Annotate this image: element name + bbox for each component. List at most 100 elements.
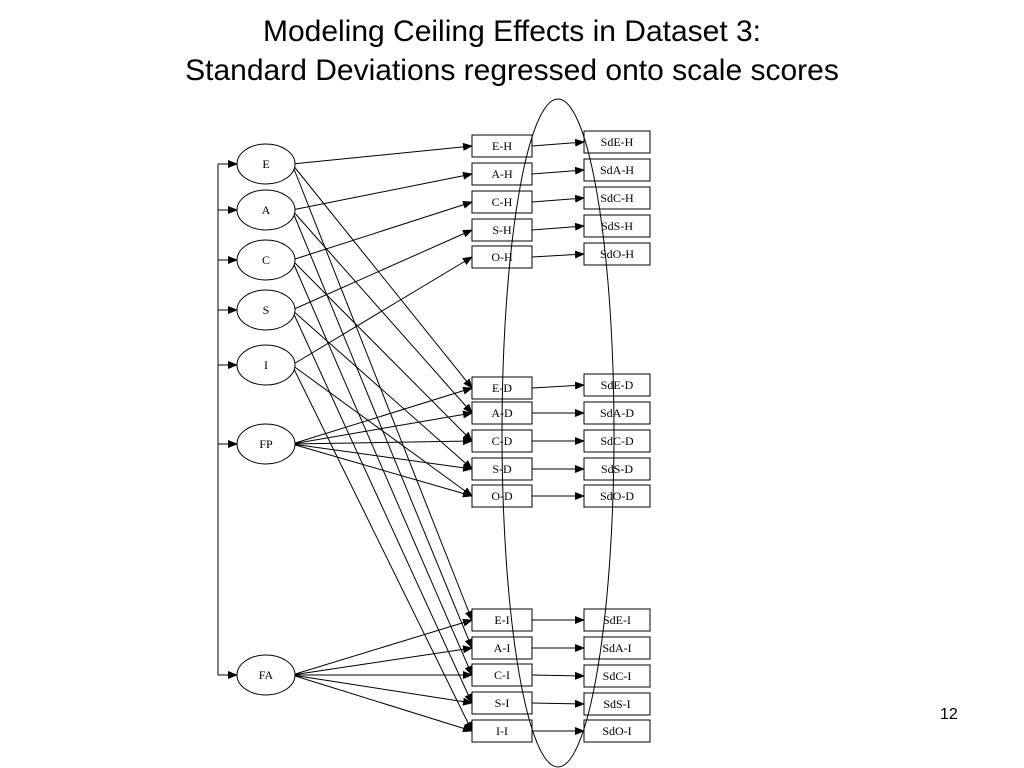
sd-score-box: [583, 401, 651, 425]
path-fa-to-e-i: [291, 618, 473, 676]
path-fp-to-o-d: [291, 443, 473, 498]
sd-score-label: SdA-D: [600, 406, 634, 420]
path-fp-to-a-d: [291, 410, 473, 445]
sd-score-box: [583, 130, 651, 154]
path-s-h-to-sds-h: [531, 222, 585, 231]
scale-score-box: [471, 134, 533, 158]
scale-score-o-d: O-D: [471, 484, 533, 508]
factor-ellipse: [236, 654, 296, 696]
factor-node-fa: FA: [236, 654, 296, 696]
sd-score-label: SdO-D: [600, 489, 634, 503]
path-fp-to-s-d: [291, 443, 473, 472]
scale-score-label: I-I: [496, 724, 508, 738]
factor-label: FP: [259, 437, 273, 451]
sd-score-box: [583, 664, 651, 688]
sd-score-label: SdE-H: [601, 135, 634, 149]
scale-score-label: C-H: [492, 195, 513, 209]
sd-score-box: [583, 158, 651, 182]
path-s-to-s-i: [291, 309, 473, 704]
sd-score-label: SdO-I: [602, 724, 631, 738]
path-o-h-to-sdo-h: [531, 250, 585, 259]
sd-score-box: [583, 214, 651, 238]
sd-paths: [531, 138, 585, 735]
sd-score-sde-i: SdE-I: [583, 608, 651, 632]
factor-paths: [291, 142, 473, 733]
path-fa-to-a-i: [291, 645, 473, 676]
scale-score-label: A-I: [494, 641, 511, 655]
sd-score-box: [583, 242, 651, 266]
sd-score-sds-h: SdS-H: [583, 214, 651, 238]
scale-score-box: [471, 636, 533, 660]
sd-score-box: [583, 692, 651, 716]
path-s-to-s-d: [291, 309, 473, 470]
sd-score-sda-d: SdA-D: [583, 401, 651, 425]
sd-score-box: [583, 457, 651, 481]
factor-ellipse: [236, 143, 296, 185]
scale-score-box: [471, 663, 533, 687]
sd-score-sds-i: SdS-I: [583, 692, 651, 716]
sd-score-sdc-d: SdC-D: [583, 429, 651, 453]
scale-score-label: E-H: [492, 139, 512, 153]
path-c-i-to-sdc-i: [531, 671, 585, 680]
sd-score-box: [583, 484, 651, 508]
path-c-h-to-sdc-h: [531, 194, 585, 203]
path-fa-to-i-i: [291, 674, 473, 733]
factor-node-s: S: [236, 289, 296, 331]
scale-score-label: O-H: [491, 250, 513, 264]
factor-label: A: [262, 203, 271, 217]
factor-node-fp: FP: [236, 423, 296, 465]
sd-score-box: [583, 186, 651, 210]
scale-score-a-h: A-H: [471, 162, 533, 186]
sd-score-label: SdC-H: [600, 191, 634, 205]
factor-label: C: [262, 253, 270, 267]
factor-ellipse: [236, 289, 296, 331]
sd-score-box: [583, 429, 651, 453]
sd-score-label: SdS-H: [601, 219, 633, 233]
page-number: 12: [940, 706, 958, 723]
scale-score-box: [471, 608, 533, 632]
path-e-h-to-sde-h: [531, 138, 585, 147]
path-fp-to-c-d: [291, 437, 473, 446]
scale-score-label: S-H: [492, 223, 512, 237]
sd-score-label: SdC-I: [603, 669, 632, 683]
path-a-h-to-sda-h: [531, 166, 585, 175]
scale-score-label: S-I: [495, 696, 510, 710]
scale-score-box: [471, 245, 533, 269]
path-s-to-s-h: [291, 229, 473, 311]
scale-score-box: [471, 218, 533, 242]
factor-label: I: [264, 358, 268, 372]
factor-label: FA: [259, 668, 274, 682]
sd-score-sds-d: SdS-D: [583, 457, 651, 481]
factor-node-c: C: [236, 239, 296, 281]
sd-score-sdo-i: SdO-I: [583, 719, 651, 743]
scale-score-box: [471, 484, 533, 508]
scale-score-box: [471, 162, 533, 186]
sd-score-label: SdE-I: [603, 613, 631, 627]
sd-score-sdc-i: SdC-I: [583, 664, 651, 688]
path-c-to-c-i: [291, 259, 473, 676]
sd-score-label: SdS-I: [603, 697, 630, 711]
sd-score-box: [583, 719, 651, 743]
sd-score-label: SdA-H: [600, 163, 634, 177]
sd-score-sda-i: SdA-I: [583, 636, 651, 660]
slide-title-line-1: Modeling Ceiling Effects in Dataset 3:: [262, 15, 762, 48]
sd-score-label: SdC-D: [600, 434, 634, 448]
scale-score-s-i: S-I: [471, 691, 533, 715]
scale-score-a-i: A-I: [471, 636, 533, 660]
scale-score-label: C-I: [494, 668, 510, 682]
path-c-to-c-d: [291, 259, 473, 442]
path-e-to-e-d: [291, 163, 473, 389]
scale-score-c-i: C-I: [471, 663, 533, 687]
path-c-to-c-h: [291, 200, 473, 261]
sd-score-box: [583, 608, 651, 632]
sd-score-label: SdA-I: [602, 641, 631, 655]
scale-score-e-i: E-I: [471, 608, 533, 632]
path-a-to-a-h: [291, 171, 473, 211]
path-i-to-o-d: [291, 364, 473, 497]
slide-title: Modeling Ceiling Effects in Dataset 3: S…: [0, 12, 1024, 90]
path-s-i-to-sds-i: [531, 699, 585, 708]
path-i-to-o-h: [291, 256, 473, 366]
scale-score-c-h: C-H: [471, 190, 533, 214]
factor-ellipse: [236, 344, 296, 386]
factor-ellipse: [236, 239, 296, 281]
